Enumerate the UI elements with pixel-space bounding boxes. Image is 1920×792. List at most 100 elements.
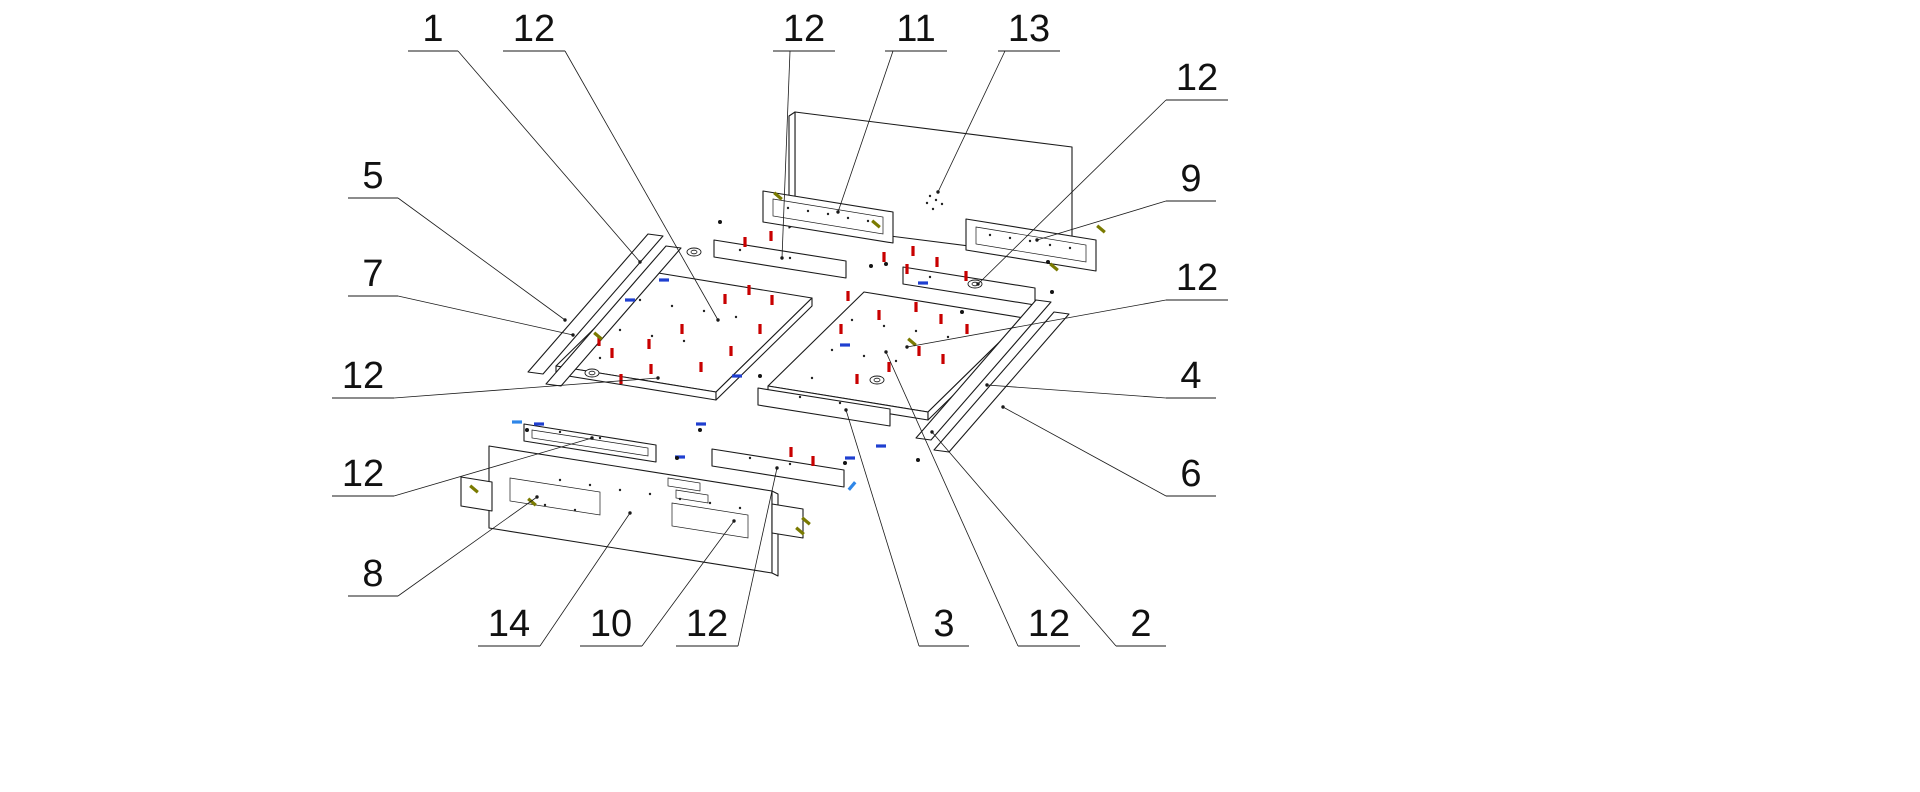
cam-fitting — [967, 279, 983, 289]
fastener-mark-r — [723, 294, 727, 304]
part-left-side-rail-outer — [527, 233, 664, 375]
part-small-rail-left — [460, 476, 493, 512]
callout-12-5-label: 12 — [1176, 57, 1218, 99]
drill-hole — [598, 356, 602, 360]
cam-fitting-inner — [873, 377, 881, 383]
drill-hole — [1008, 236, 1012, 240]
callout-2-20-dot — [930, 430, 934, 434]
callout-12-19-label: 12 — [1028, 603, 1070, 645]
callout-3-18-label: 3 — [933, 603, 954, 645]
fastener-mark-r — [846, 291, 850, 301]
part-small-rail-right — [771, 503, 804, 539]
callout-12-2-label: 12 — [783, 8, 825, 50]
fastener-mark-r — [597, 336, 601, 346]
fastener-mark-r — [770, 295, 774, 305]
drill-hole — [931, 207, 935, 211]
cam-fitting — [686, 247, 702, 257]
callout-11-3-leader — [837, 50, 894, 213]
drill-hole — [573, 508, 577, 512]
callout-12-13-leader — [393, 437, 593, 497]
inset-front-panel-recess-left — [509, 477, 601, 516]
callout-12-17-label: 12 — [686, 603, 728, 645]
drill-hole — [894, 359, 898, 363]
drill-hole — [1068, 246, 1072, 250]
fastener-mark-r — [699, 362, 703, 372]
callout-7-11-label: 7 — [362, 253, 383, 295]
fastener-mark-black — [916, 458, 920, 462]
fastener-mark-black — [675, 456, 679, 460]
drill-hole — [838, 401, 842, 405]
callout-13-4-label: 13 — [1008, 8, 1050, 50]
callout-8-14-label: 8 — [362, 553, 383, 595]
callout-12-17-dot — [775, 466, 779, 470]
fastener-mark-o — [773, 191, 783, 201]
drill-hole — [648, 492, 652, 496]
fastener-mark-o — [795, 526, 805, 536]
drill-hole — [558, 430, 562, 434]
callout-12-5-leader — [977, 99, 1167, 285]
callout-4-8-dot — [985, 383, 989, 387]
callout-12-17-leader — [737, 467, 778, 647]
fastener-mark-r — [649, 364, 653, 374]
cam-fitting — [584, 368, 600, 378]
fastener-mark-r — [789, 447, 793, 457]
callout-12-5-dot — [976, 282, 980, 286]
drill-hole — [934, 198, 938, 202]
fastener-mark-r — [729, 346, 733, 356]
drill-hole — [928, 194, 932, 198]
fastener-mark-r — [882, 252, 886, 262]
drill-hole — [830, 348, 834, 352]
part-left-side-rail-inner — [545, 245, 682, 387]
callout-1-0-label: 1 — [422, 8, 443, 50]
fastener-mark-r — [964, 271, 968, 281]
drill-hole — [914, 329, 918, 333]
callout-7-11-leader — [397, 295, 574, 336]
part-mid-rail-left — [523, 423, 657, 463]
drill-hole — [810, 376, 814, 380]
callout-6-9-dot — [1001, 405, 1005, 409]
callout-8-14-leader — [397, 496, 538, 597]
callout-12-12-label: 12 — [342, 355, 384, 397]
inset-front-panel-recess-right — [671, 502, 749, 539]
drill-hole — [928, 275, 932, 279]
drill-hole — [708, 501, 712, 505]
drill-hole — [638, 298, 642, 302]
drill-hole — [543, 503, 547, 507]
drill-hole — [618, 488, 622, 492]
fastener-mark-r — [811, 456, 815, 466]
fastener-mark-o — [527, 497, 537, 507]
callout-12-19-leader — [885, 351, 1019, 647]
drill-hole — [925, 201, 929, 205]
fastener-mark-r — [965, 324, 969, 334]
fastener-mark-r — [905, 264, 909, 274]
fastener-mark-r — [939, 314, 943, 324]
callout-10-16-label: 10 — [590, 603, 632, 645]
drill-hole — [866, 219, 870, 223]
drill-hole — [650, 334, 654, 338]
callout-12-12-dot — [656, 376, 660, 380]
callout-10-16-dot — [732, 519, 736, 523]
drill-hole — [846, 216, 850, 220]
drill-hole — [734, 315, 738, 319]
cam-fitting-inner — [690, 249, 698, 255]
drill-hole — [946, 335, 950, 339]
fastener-mark-black — [718, 220, 722, 224]
inset-front-panel-bracket-a — [667, 477, 701, 492]
drill-hole — [588, 483, 592, 487]
callout-12-13-label: 12 — [342, 453, 384, 495]
fastener-mark-o — [1096, 224, 1106, 234]
callout-12-1-leader — [564, 50, 719, 321]
fastener-mark-r — [914, 302, 918, 312]
fastener-mark-b — [696, 422, 706, 426]
drill-hole — [670, 304, 674, 308]
fastener-mark-b — [732, 374, 742, 378]
cam-fitting — [869, 375, 885, 385]
fastener-mark-r — [855, 374, 859, 384]
callout-6-9-label: 6 — [1180, 453, 1201, 495]
callout-9-6-dot — [1035, 238, 1039, 242]
drill-hole — [862, 354, 866, 358]
callout-5-10-label: 5 — [362, 155, 383, 197]
drill-hole — [788, 462, 792, 466]
fastener-mark-black — [698, 428, 702, 432]
